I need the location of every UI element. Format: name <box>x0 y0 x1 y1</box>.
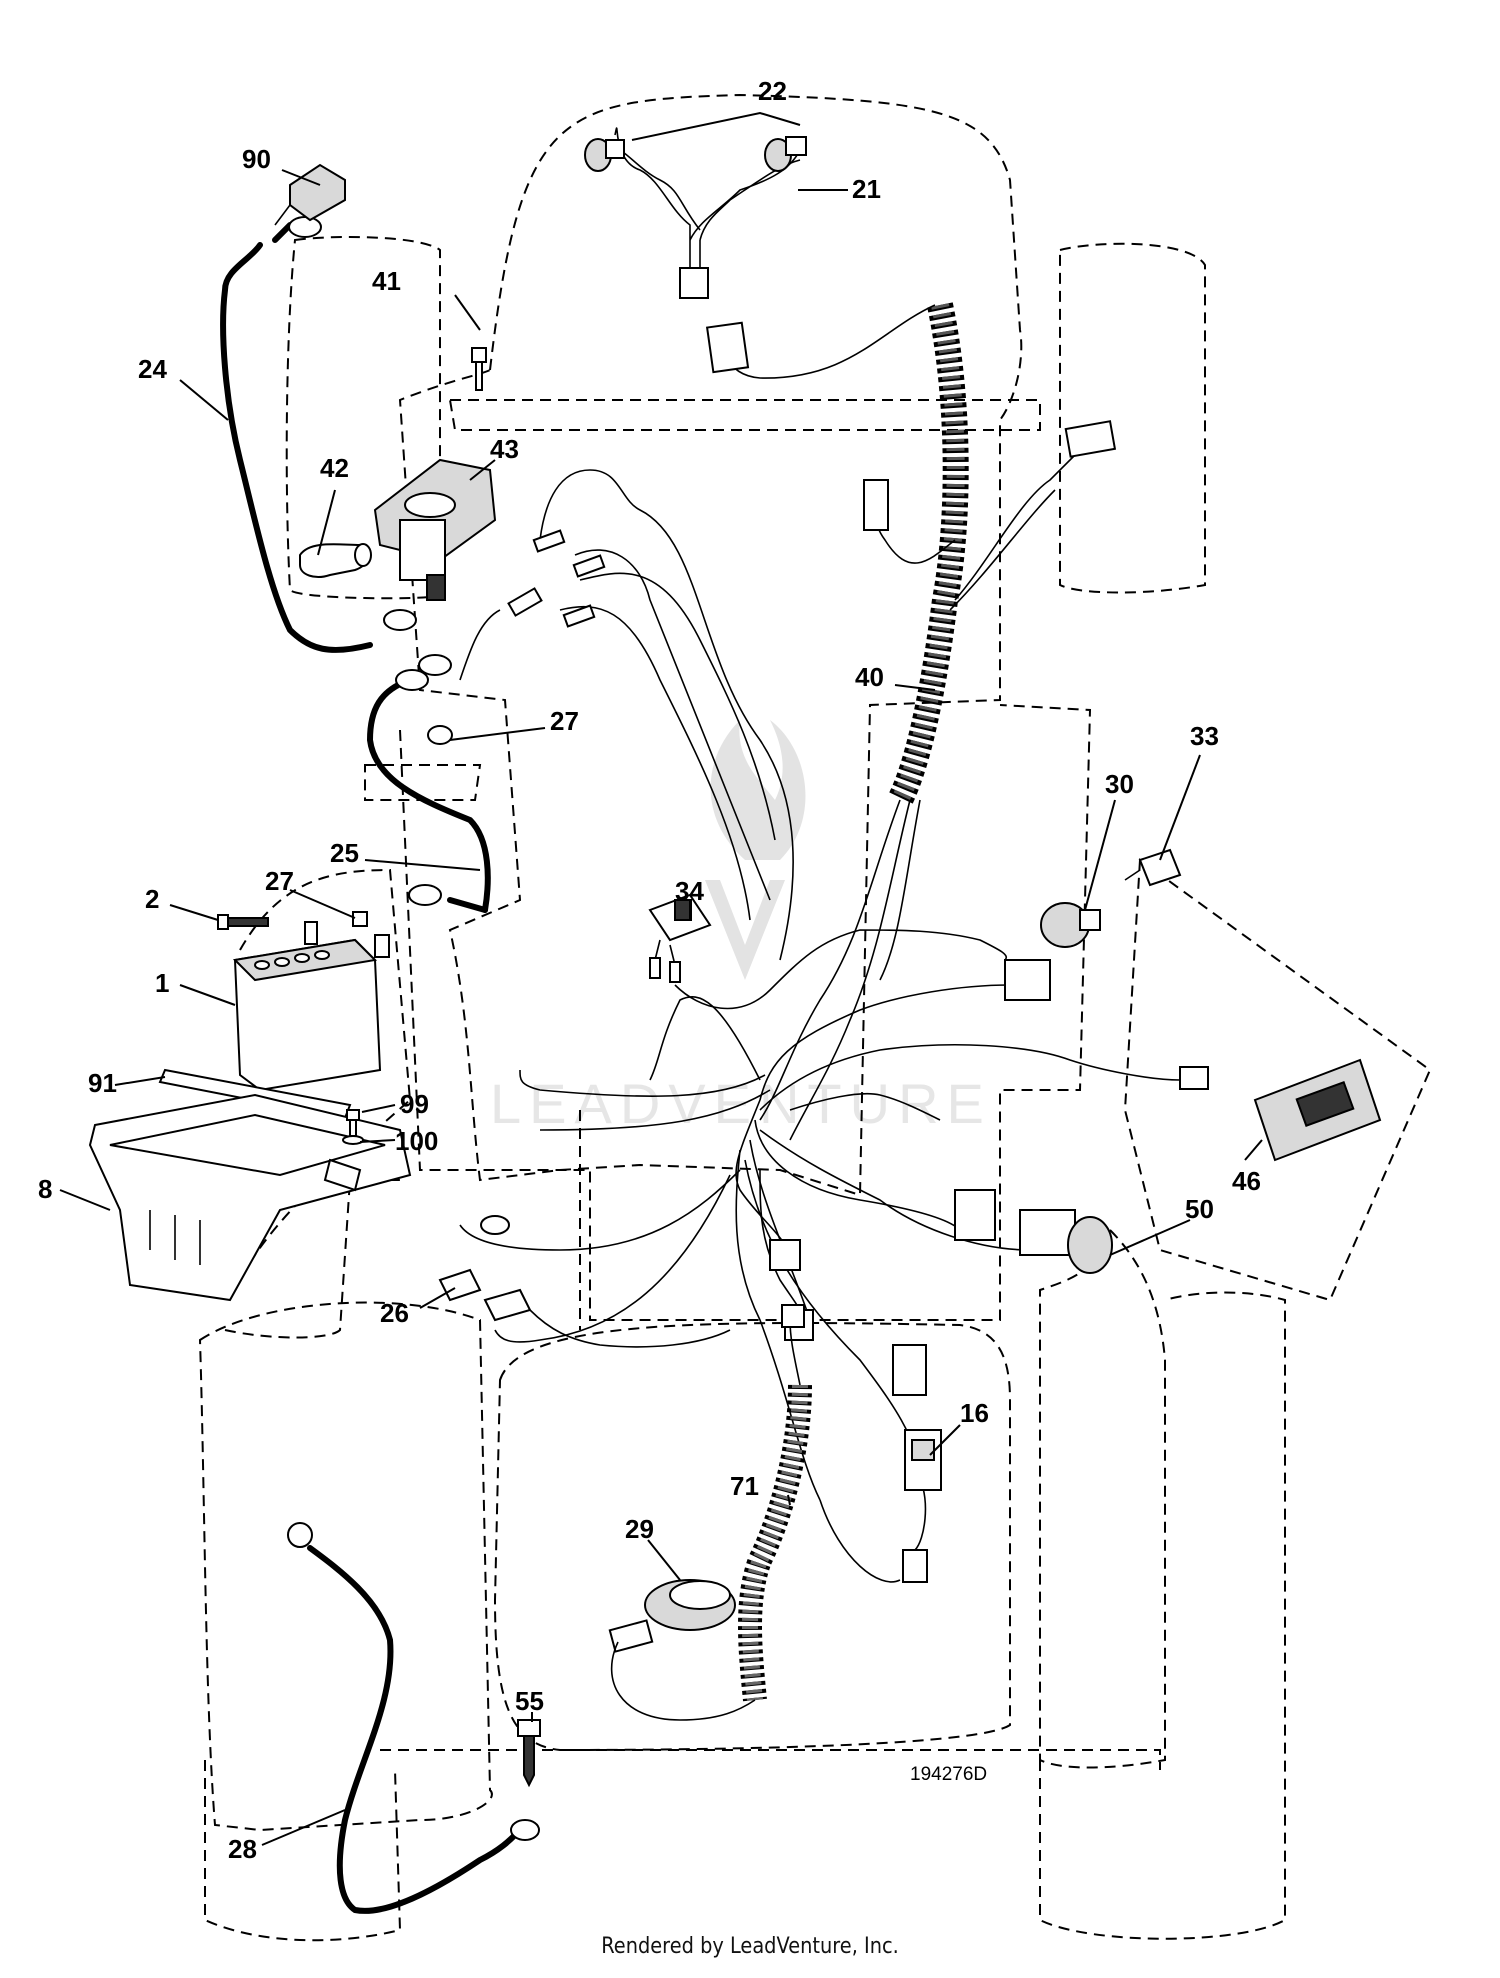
callout-27-upper: 27 <box>550 706 579 736</box>
connector-tail <box>1179 1066 1209 1090</box>
pto-switch <box>1019 1209 1113 1274</box>
callout-26: 26 <box>380 1298 409 1328</box>
headlight-assembly <box>584 111 848 299</box>
connector-multi <box>1004 959 1051 1001</box>
callout-46: 46 <box>1232 1166 1261 1196</box>
callout-21: 21 <box>852 174 881 204</box>
callout-27-lower: 27 <box>265 866 294 896</box>
callout-16: 16 <box>960 1398 989 1428</box>
callout-33: 33 <box>1190 721 1219 751</box>
connector-upper <box>705 321 750 374</box>
connector-6pin <box>954 1189 996 1241</box>
callout-22: 22 <box>758 76 787 106</box>
battery-tray-outline <box>239 868 412 1281</box>
seat-safety-switch <box>904 1429 942 1491</box>
solenoid-bolt <box>471 347 487 391</box>
callout-2: 2 <box>145 884 159 914</box>
callout-100: 100 <box>395 1126 438 1156</box>
seat-deck-outline <box>493 1322 1011 1752</box>
starter-cable <box>366 654 491 913</box>
battery-bolt <box>217 914 269 930</box>
connector-plug <box>769 1239 801 1271</box>
terminal-wires <box>459 469 794 961</box>
terminal-boot <box>299 543 372 578</box>
callout-30: 30 <box>1105 769 1134 799</box>
spade-terminal-c <box>562 604 596 628</box>
front-left-wheel-outline <box>285 236 441 600</box>
headlight-right-bulb-icon <box>764 136 807 172</box>
battery-cable-positive <box>220 216 417 653</box>
footer-credit: Rendered by LeadVenture, Inc. <box>601 1934 899 1959</box>
callouts: 22 21 90 41 24 43 42 40 27 33 30 25 34 2… <box>38 76 1261 1864</box>
battery <box>232 921 390 1092</box>
battery-post-icon <box>374 934 390 958</box>
connector-seat <box>902 1549 928 1583</box>
ground-lead-wire <box>480 1215 510 1235</box>
battery-box-outline <box>224 1179 400 1339</box>
ground-cable <box>287 1522 540 1914</box>
tractor-outline <box>198 93 1432 1942</box>
leadventure-watermark: LEADVENTURE <box>490 720 992 1135</box>
callout-29: 29 <box>625 1514 654 1544</box>
fuse-holder <box>438 1268 731 1348</box>
hood-outline <box>398 93 1023 1197</box>
callout-28: 28 <box>228 1834 257 1864</box>
callout-41: 41 <box>372 266 401 296</box>
ground-bolt <box>517 1719 541 1788</box>
callout-42: 42 <box>320 453 349 483</box>
callout-8: 8 <box>38 1174 52 1204</box>
fender-right-outline <box>1039 1228 1166 1769</box>
callout-34: 34 <box>675 876 704 906</box>
drawing-number: 194276D <box>910 1764 987 1785</box>
headlight-connector <box>679 267 709 299</box>
callout-40: 40 <box>855 662 884 692</box>
callout-71: 71 <box>730 1471 759 1501</box>
headlight-left-bulb-icon <box>584 138 625 172</box>
front-axle-outline <box>448 399 1041 431</box>
front-right-wheel-outline <box>1059 242 1206 594</box>
hold-down-bolt <box>342 1109 364 1145</box>
callout-55: 55 <box>515 1686 544 1716</box>
rocker-switch <box>648 893 1007 1010</box>
connector-lower <box>892 1344 927 1396</box>
spade-terminal-b <box>572 554 606 578</box>
hex-nut <box>427 725 453 745</box>
battery-post-icon <box>304 921 318 945</box>
callout-91: 91 <box>88 1068 117 1098</box>
battery-tray <box>88 1093 412 1302</box>
hour-meter <box>1253 1058 1382 1162</box>
watermark-text: LEADVENTURE <box>490 1072 992 1135</box>
connector-right <box>1064 420 1117 458</box>
dash-panel-outline <box>1123 858 1432 1302</box>
callout-24: 24 <box>138 354 167 384</box>
fender-outline <box>198 1301 493 1832</box>
callout-leaders <box>59 169 1263 1846</box>
front-right-wires <box>863 420 1117 611</box>
rear-right-wheel-outline <box>1039 1291 1286 1940</box>
callout-99: 99 <box>400 1089 429 1119</box>
callout-25: 25 <box>330 838 359 868</box>
rear-left-wheel-outline <box>204 1760 402 1942</box>
brake-switch <box>608 1579 756 1721</box>
callout-90: 90 <box>242 144 271 174</box>
ignition-key <box>1124 848 1182 887</box>
rear-deck-outline <box>380 1749 1161 1770</box>
circuit-breaker <box>274 163 346 226</box>
ignition-switch <box>1040 902 1101 948</box>
connector-vertical <box>863 479 889 531</box>
bracket-outline <box>364 764 482 801</box>
connector-group <box>769 959 1209 1583</box>
callout-43: 43 <box>490 434 519 464</box>
main-wire-harness-loom <box>705 302 969 1141</box>
spade-terminal-d <box>507 587 543 617</box>
spade-terminal-a <box>532 529 566 553</box>
battery-nut <box>352 911 368 927</box>
frame-lower-outline <box>399 704 1092 1321</box>
seat-switch-cable <box>738 1304 812 1702</box>
callout-1: 1 <box>155 968 169 998</box>
callout-50: 50 <box>1185 1194 1214 1224</box>
starter-solenoid <box>373 458 497 601</box>
